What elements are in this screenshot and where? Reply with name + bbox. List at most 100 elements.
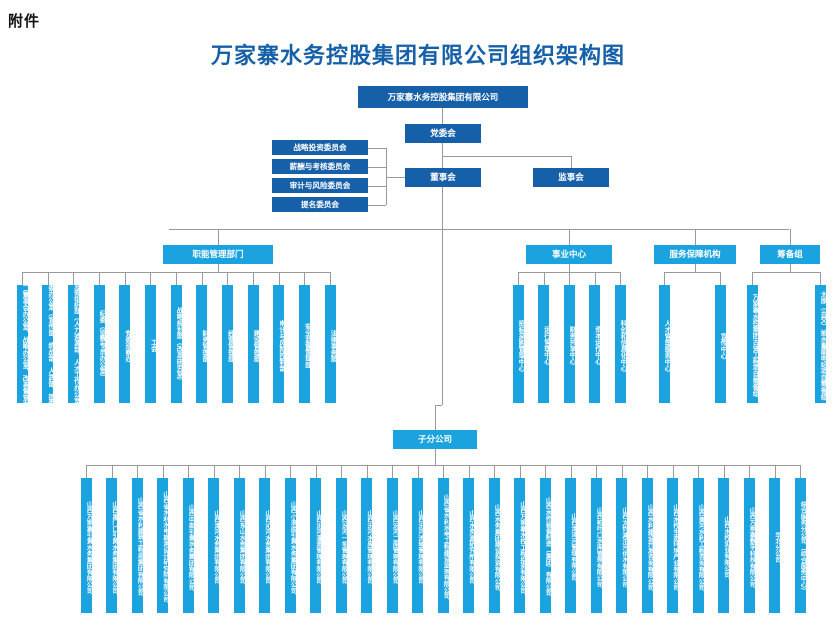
subsidiary-box[interactable]: 山西万家寨水控工程投资有限公司 — [514, 478, 525, 613]
root-company-box[interactable]: 万家寨水务控股集团有限公司 — [358, 86, 528, 108]
section-item-box[interactable]: 办公室（董事会办公室、战略办公室、改革督查办公室） — [16, 285, 28, 403]
connector-line — [518, 272, 519, 285]
section-item-box[interactable]: 运行管理中心 — [538, 285, 549, 403]
connector-line — [368, 166, 386, 168]
connector-line — [594, 272, 596, 285]
connector-line — [442, 156, 571, 157]
committee-box[interactable]: 审计与风险委员会 — [272, 178, 368, 193]
subsidiary-box[interactable]: 山西省水利水电工程建设监理有限公司 — [437, 478, 449, 613]
section-item-box[interactable]: 党委组织部（人力资源部、人才工作办公室） — [67, 285, 79, 403]
section-item-box[interactable]: 法律事务部 — [324, 285, 336, 403]
connector-line — [672, 465, 674, 478]
section-header-box[interactable]: 职能管理部门 — [163, 245, 273, 264]
connector-line — [86, 465, 87, 478]
connector-line — [176, 272, 177, 285]
board-of-directors-box[interactable]: 董事会 — [405, 168, 481, 187]
subsidiary-box[interactable]: 山西禹门口引黄水务集团有限公司 — [106, 478, 117, 613]
subsidiary-box[interactable]: 山西汾河二库管理有限公司 — [386, 478, 398, 613]
section-item-box[interactable]: 宣传中心 — [714, 285, 726, 403]
connector-line — [435, 405, 436, 430]
connector-line — [368, 147, 386, 149]
subsidiary-box[interactable]: 山西柏叶口水库管理有限公司 — [590, 478, 602, 613]
subsidiary-box[interactable]: 山西漳河水务集团有限公司 — [208, 478, 219, 613]
party-committee-box[interactable]: 党委会 — [405, 124, 481, 143]
connector-line — [664, 272, 665, 285]
committee-box[interactable]: 提名委员会 — [272, 197, 368, 212]
subsidiary-box[interactable]: 华北分公司 — [769, 478, 780, 613]
connector-line — [569, 264, 570, 272]
connector-line — [820, 272, 821, 285]
connector-line — [366, 465, 368, 478]
subsidiary-box[interactable]: 山西水控生态环境产业有限公司 — [667, 478, 678, 613]
connector-line — [494, 465, 495, 478]
connector-line — [417, 465, 419, 478]
connector-line — [330, 272, 331, 285]
subsidiary-box[interactable]: 山西太忻滹沱河供水有限公司 — [616, 478, 627, 613]
connector-line — [596, 465, 597, 478]
subsidiary-box[interactable]: 山西中部引黄水务集团有限公司 — [182, 478, 194, 613]
section-item-box[interactable]: 资本运作中心 — [589, 285, 600, 403]
connector-line — [150, 272, 152, 285]
section-item-box[interactable]: 战略规划部（改革研究室） — [170, 285, 182, 403]
subsidiary-box[interactable]: 山西沁河水务集团有限公司 — [259, 478, 270, 613]
section-header-box[interactable]: 服务保障机构 — [654, 245, 736, 264]
connector-line — [749, 465, 750, 478]
section-item-box[interactable]: 太原（古交）抽水蓄能电站项目筹备组 — [814, 285, 826, 403]
connector-line — [137, 465, 138, 478]
subsidiary-box[interactable]: 山西汾河流域管理有限公司 — [412, 478, 423, 613]
subsidiary-box[interactable]: 山西东山水务集团有限公司 — [233, 478, 245, 613]
section-item-box[interactable]: 党委办公室（宣传部、统战部、人武部、团委） — [42, 285, 54, 403]
connector-line — [22, 272, 330, 273]
board-of-supervisors-box[interactable]: 监事会 — [533, 168, 609, 187]
subsidiary-box[interactable]: 山西水控实业有限公司 — [718, 478, 729, 613]
subsidiary-box[interactable]: 综合服务分公司（综合服务中心） — [794, 478, 806, 613]
subsidiary-box[interactable]: 山西水控装备制造（集团）有限公司 — [539, 478, 551, 613]
section-item-box[interactable]: 安全监督管理部 — [298, 285, 310, 403]
subsidiary-box[interactable]: 山西省水利水电勘测设计研究院有限公司 — [157, 478, 168, 613]
subsidiary-box[interactable]: 山西漳泽河管理有限公司 — [565, 478, 576, 613]
connector-line — [621, 465, 623, 478]
section-item-box[interactable]: 经营管理部 — [221, 285, 233, 403]
connector-line — [774, 465, 776, 478]
connector-line — [790, 229, 791, 245]
connector-line — [218, 264, 219, 272]
connector-line — [468, 465, 470, 478]
connector-line — [518, 272, 620, 273]
subsidiary-box[interactable]: 山西水利建设开发咨询有限公司 — [641, 478, 653, 613]
subsidiary-box[interactable]: 山西水资源研究所有限公司 — [463, 478, 474, 613]
section-item-box[interactable]: 工会 — [144, 285, 156, 403]
section-item-box[interactable]: 党委巡察办 — [119, 285, 131, 403]
section-item-box[interactable]: 万家寨水控集团古贤工程项目筹备组 — [746, 285, 758, 403]
subsidiary-box[interactable]: 山西水务集团建设投资有限公司 — [488, 478, 500, 613]
section-item-box[interactable]: 财务共享中心 — [563, 285, 575, 403]
connector-line — [239, 465, 240, 478]
committee-box[interactable]: 战略投资委员会 — [272, 140, 368, 155]
connector-line — [368, 185, 386, 187]
section-item-box[interactable]: 审计与风险控制部 — [273, 285, 285, 403]
section-header-box[interactable]: 事业中心 — [526, 245, 612, 264]
section-item-box[interactable]: 财务管理部 — [196, 285, 208, 403]
subsidiary-box[interactable]: 山西省水利建筑工程局集团有限公司 — [131, 478, 143, 613]
section-item-box[interactable]: 纪委（监察专员办公室） — [93, 285, 105, 403]
subsidiary-box[interactable]: 山西黄河水利工程咨询有限公司 — [692, 478, 704, 613]
subsidiary-box[interactable]: 山西万家寨数字科技有限公司 — [743, 478, 755, 613]
connector-line — [443, 465, 444, 478]
subsidiary-box[interactable]: 山西汾河一坝管理有限公司 — [335, 478, 347, 613]
subsidiaries-header-box[interactable]: 子分公司 — [393, 430, 477, 449]
connector-line — [124, 272, 126, 285]
subsidiary-box[interactable]: 山西万家寨引黄水务集团有限公司 — [80, 478, 92, 613]
section-item-box[interactable]: 科创和信息化中心 — [614, 285, 626, 403]
section-item-box[interactable]: 招标采购管理中心 — [512, 285, 524, 403]
committee-box[interactable]: 薪酬与考核委员会 — [272, 159, 368, 174]
section-header-box[interactable]: 筹备组 — [760, 245, 820, 264]
subsidiary-box[interactable]: 山西汾河水库管理有限公司 — [361, 478, 372, 613]
section-item-box[interactable]: 建设管理部 — [247, 285, 259, 403]
connector-line — [111, 465, 113, 478]
subsidiary-box[interactable]: 山西小浪底引黄水务集团有限公司 — [284, 478, 296, 613]
connector-line — [442, 187, 443, 405]
subsidiary-box[interactable]: 山西汾河灌溉管理有限公司 — [310, 478, 321, 613]
section-item-box[interactable]: 人才管理服务中心 — [658, 285, 670, 403]
connector-line — [278, 272, 280, 285]
connector-line — [169, 229, 789, 230]
